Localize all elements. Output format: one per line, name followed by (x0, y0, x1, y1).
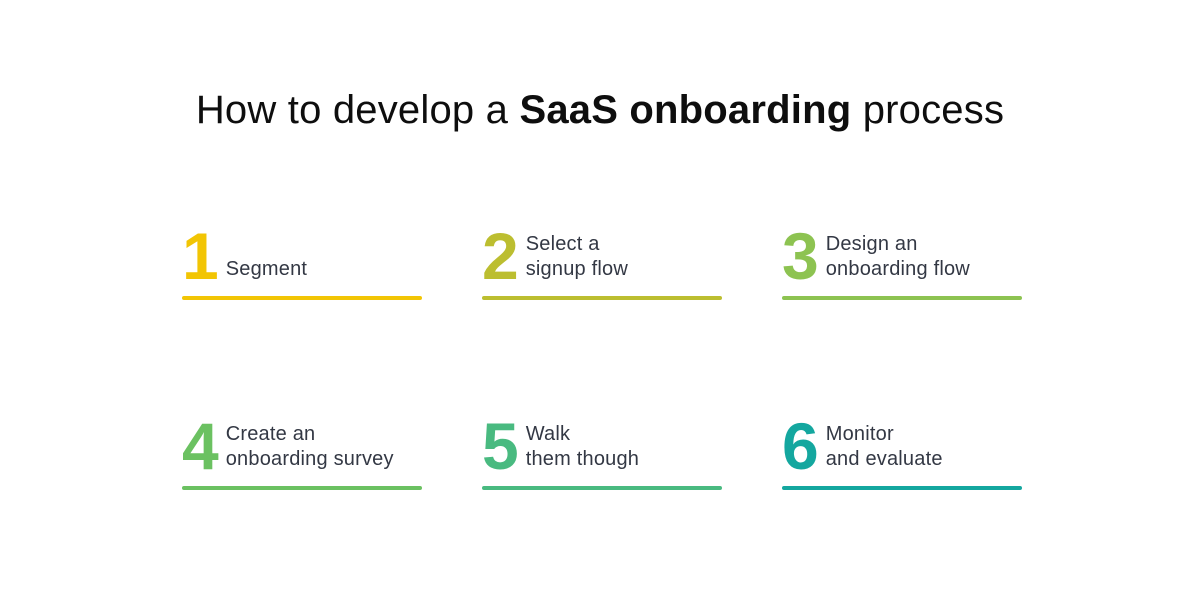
step-1-number: 1 (182, 219, 219, 294)
step-3-number: 3 (782, 219, 819, 294)
step-5-label-line1: Walk (525, 423, 571, 445)
step-card-1: 1 Segment (182, 219, 422, 300)
step-4-row: 4 Create an onboarding survey (182, 409, 422, 484)
step-1-row: 1 Segment (182, 219, 422, 294)
title-bold-phrase: SaaS onboarding (519, 88, 852, 132)
step-4-underline (182, 486, 422, 490)
step-6-row: 6 Monitor and evaluate (782, 409, 1022, 484)
step-5-underline (482, 486, 722, 490)
step-card-2: 2 Select a signup flow (482, 219, 722, 300)
step-1-underline (182, 296, 422, 300)
page-title: How to develop a SaaS onboarding process (0, 88, 1200, 133)
step-4-label-line2: onboarding survey (225, 448, 394, 470)
step-3-label-line2: onboarding flow (825, 258, 970, 280)
step-card-5: 5 Walk them though (482, 409, 722, 490)
step-3-label-line1: Design an (825, 233, 918, 255)
step-card-3: 3 Design an onboarding flow (782, 219, 1022, 300)
step-1-label-line1: Segment (225, 258, 308, 280)
step-2-number: 2 (482, 219, 519, 294)
step-5-number: 5 (482, 409, 519, 484)
step-2-label-line1: Select a (525, 233, 600, 255)
step-6-label: Monitor and evaluate (826, 422, 943, 473)
step-3-row: 3 Design an onboarding flow (782, 219, 1022, 294)
step-6-label-line1: Monitor (825, 423, 894, 445)
step-4-number: 4 (182, 409, 219, 484)
step-6-underline (782, 486, 1022, 490)
step-5-label: Walk them though (526, 422, 639, 473)
step-2-underline (482, 296, 722, 300)
step-5-label-line2: them though (525, 448, 640, 470)
step-5-row: 5 Walk them though (482, 409, 722, 484)
step-4-label: Create an onboarding survey (226, 422, 394, 473)
step-6-label-line2: and evaluate (825, 448, 943, 470)
step-3-label: Design an onboarding flow (826, 232, 970, 283)
step-2-label: Select a signup flow (526, 232, 628, 283)
title-suffix: process (851, 88, 1005, 132)
step-2-row: 2 Select a signup flow (482, 219, 722, 294)
step-1-label: Segment (226, 257, 307, 283)
title-prefix: How to develop a (195, 88, 520, 132)
step-6-number: 6 (782, 409, 819, 484)
step-3-underline (782, 296, 1022, 300)
step-2-label-line2: signup flow (525, 258, 628, 280)
step-card-6: 6 Monitor and evaluate (782, 409, 1022, 490)
step-card-4: 4 Create an onboarding survey (182, 409, 422, 490)
step-4-label-line1: Create an (225, 423, 316, 445)
